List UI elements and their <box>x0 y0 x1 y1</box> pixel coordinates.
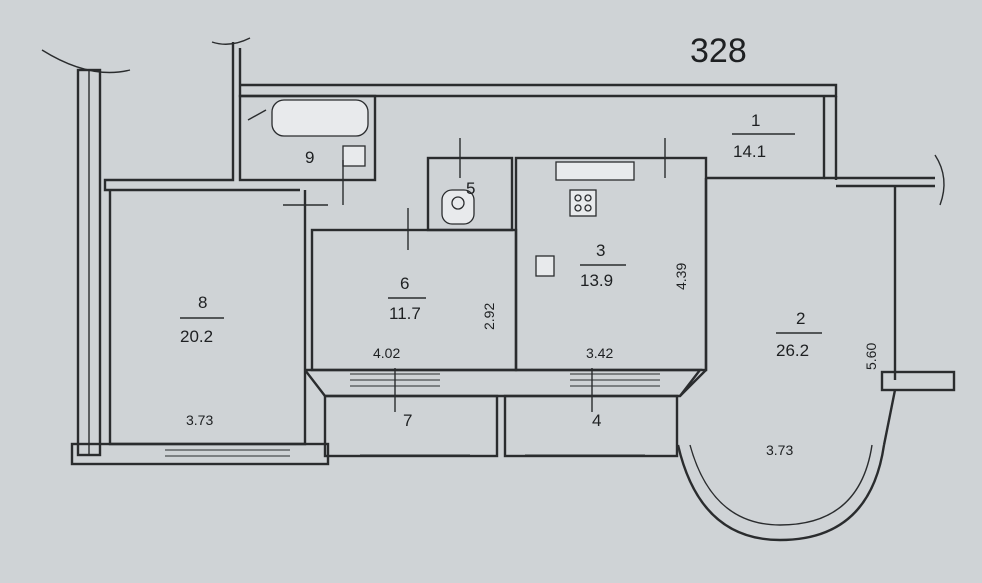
room-number-1: 1 <box>751 111 760 130</box>
room-number-8: 8 <box>198 293 207 312</box>
room-number-4: 4 <box>592 411 601 430</box>
bottom-windows <box>70 442 645 466</box>
stove-icon <box>569 189 597 217</box>
bathroom-9 <box>238 94 377 205</box>
dim-room3-depth: 4.39 <box>673 263 689 290</box>
room-area-3: 13.9 <box>580 271 613 290</box>
dim-room6-depth: 2.92 <box>481 303 497 330</box>
wc-5 <box>426 138 514 232</box>
counter <box>555 161 635 181</box>
room-8 <box>108 190 307 446</box>
room-number-5: 5 <box>466 179 475 198</box>
boiler-icon <box>535 255 555 277</box>
room-area-8: 20.2 <box>180 327 213 346</box>
room-2 <box>676 178 956 542</box>
dim-room6-width: 4.02 <box>373 345 400 361</box>
balcony <box>304 368 703 458</box>
apartment-number: 328 <box>690 32 747 70</box>
room-area-1: 14.1 <box>733 142 766 161</box>
dim-room8-width: 3.73 <box>186 412 213 428</box>
dim-room3-width: 3.42 <box>586 345 613 361</box>
kitchen-3 <box>514 138 708 372</box>
corridor-walls <box>103 37 945 206</box>
dim-room2-width: 3.73 <box>766 442 793 458</box>
dim-room2-depth: 5.60 <box>863 343 879 370</box>
room-number-7: 7 <box>403 411 412 430</box>
room-number-9: 9 <box>305 148 314 167</box>
sink <box>342 145 366 167</box>
left-outer-wall <box>41 49 131 457</box>
room-number-3: 3 <box>596 241 605 260</box>
room-area-2: 26.2 <box>776 341 809 360</box>
bathtub <box>271 99 369 137</box>
room-number-2: 2 <box>796 309 805 328</box>
room-number-6: 6 <box>400 274 409 293</box>
room-area-6: 11.7 <box>389 304 421 323</box>
